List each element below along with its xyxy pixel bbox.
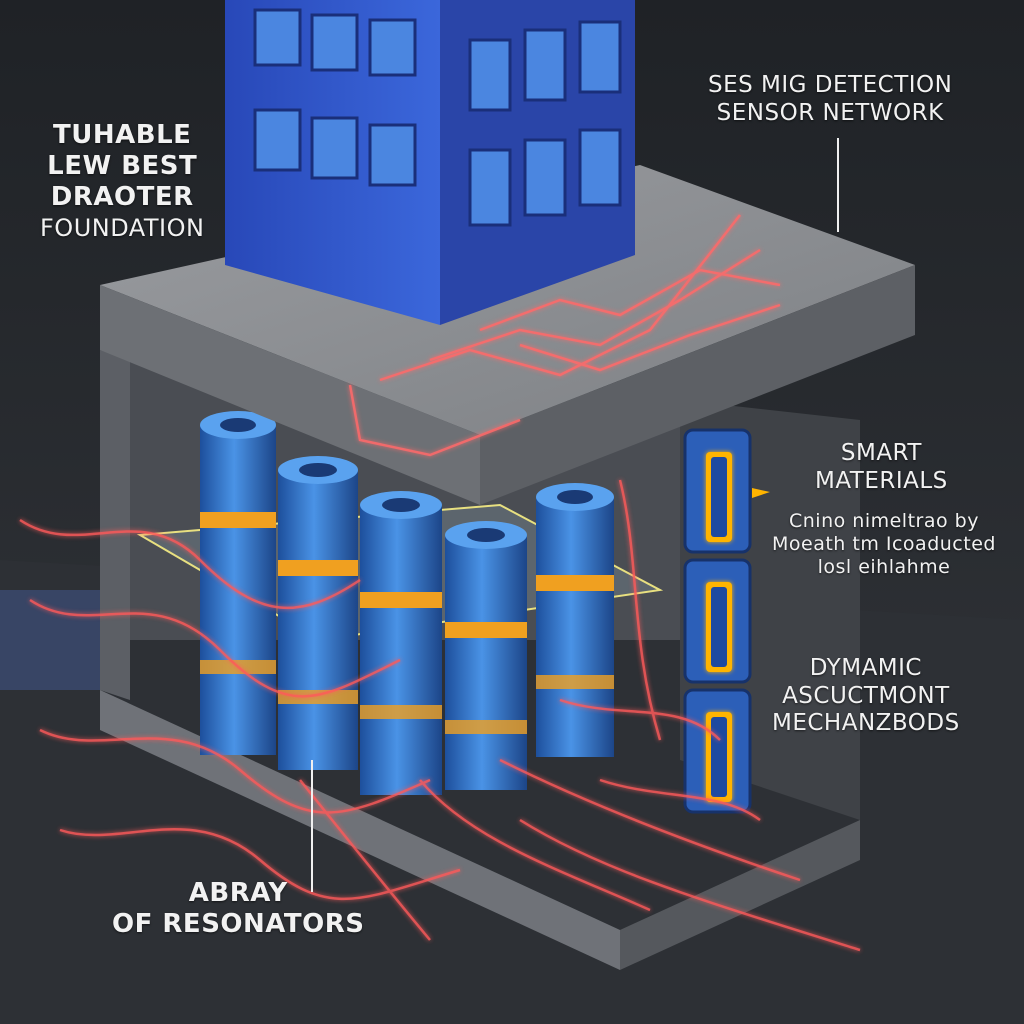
arrow-indicator — [752, 488, 770, 498]
pit-left-wall — [100, 350, 130, 700]
smart-caption-line-3: losl eihlahme — [817, 555, 951, 578]
label-smart-materials: SMART MATERIALS — [815, 440, 948, 495]
building — [225, 0, 635, 325]
smart-caption-line-2: Moeath tm Icoaducted — [772, 532, 996, 555]
foundation-line-2: LEW BEST — [47, 151, 198, 182]
slab-side — [480, 265, 915, 505]
dynamic-line-3: MECHANZBODS — [772, 710, 960, 737]
pit-floor-front — [100, 690, 620, 970]
label-foundation: TUHABLE LEW BEST DRAOTER FOUNDATION — [40, 120, 204, 242]
resonator — [445, 521, 527, 790]
resonator — [200, 411, 276, 755]
smart-caption-line-1: Cnino nimeltrao by — [788, 510, 979, 532]
sensor-line-1: SES MIG DETECTION — [708, 72, 953, 98]
resonators-line-1: ABRAY — [188, 878, 288, 908]
slab-front — [100, 285, 480, 505]
building-windows — [253, 8, 622, 227]
label-smart-caption: Cnino nimeltrao by Moeath tm Icoaducted … — [772, 510, 996, 578]
resonators-line-2: OF RESONATORS — [112, 909, 365, 940]
label-dynamic-adjustment: DYMAMIC ASCUCTMONT MECHANZBODS — [772, 655, 960, 738]
pit-floor-side — [620, 820, 860, 970]
foundation-line-1: TUHABLE — [53, 120, 192, 150]
sensor-network — [348, 214, 781, 457]
smart-line-2: MATERIALS — [815, 467, 948, 494]
adjustment-mechanisms — [683, 428, 770, 814]
label-resonators: ABRAY OF RESONATORS — [112, 878, 364, 940]
smart-line-1: SMART — [840, 440, 922, 466]
seismic-waves — [19, 479, 861, 952]
label-sensor-network: SES MIG DETECTION SENSOR NETWORK — [708, 72, 952, 127]
resonator — [536, 483, 614, 757]
resonator — [278, 456, 358, 770]
resonator — [360, 491, 442, 795]
foundation-line-4: FOUNDATION — [40, 213, 205, 242]
foundation-line-3: DRAOTER — [50, 182, 194, 213]
sensor-line-2: SENSOR NETWORK — [716, 99, 944, 126]
dynamic-line-1: DYMAMIC — [809, 655, 922, 681]
ground-ledge-left — [0, 590, 100, 690]
dynamic-line-2: ASCUCTMONT — [782, 682, 950, 709]
